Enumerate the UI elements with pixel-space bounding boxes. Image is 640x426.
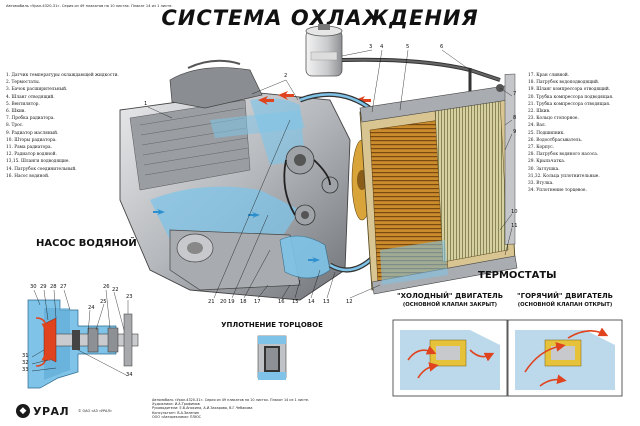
legend-right: 17. Кран сливной. 18. Патрубок водоподво…	[528, 72, 614, 194]
legend-item: 12. Радиатор водяной.	[6, 152, 57, 158]
legend-item: 21. Трубка компрессора отводящая.	[528, 101, 611, 107]
legend-item: 30. Заглушка.	[528, 166, 560, 172]
cold-engine-title: "ХОЛОДНЫЙ" ДВИГАТЕЛЬ	[396, 292, 504, 300]
callout-18: 18	[240, 299, 247, 305]
callout-28: 28	[50, 284, 57, 290]
radiator-assembly	[359, 73, 518, 295]
legend-item: 27. Корпус.	[528, 145, 555, 151]
legend-item: 33. Втулка.	[528, 181, 554, 187]
callout-26: 26	[103, 284, 110, 290]
footer-line: Автомобиль «Урал-4320-31». Серия из 49 п…	[152, 398, 310, 402]
footer-line: Консультант: В.А.Зеленин	[152, 410, 200, 415]
callout-31: 31	[22, 353, 29, 359]
footer-line: ООО «Автореклама» ПЛЮС	[152, 414, 201, 419]
callout-34: 34	[126, 372, 133, 378]
legend-item: 22. Шкив.	[528, 109, 551, 115]
callout-22: 22	[112, 287, 119, 293]
callout-11: 11	[511, 223, 518, 229]
hot-engine-title: "ГОРЯЧИЙ" ДВИГАТЕЛЬ	[516, 292, 614, 300]
legend-item: 4. Шланг отводящий.	[6, 94, 55, 100]
thermostats-section-title: ТЕРМОСТАТЫ	[478, 270, 557, 281]
callout-13: 13	[323, 299, 330, 305]
thermostat-cold	[392, 319, 508, 397]
ural-logo-text: УРАЛ	[33, 404, 70, 418]
legend-item: 34. Уплотнение торцевое.	[528, 188, 587, 194]
callout-27: 27	[60, 284, 67, 290]
callout-16: 16	[278, 299, 285, 305]
legend-item: 17. Кран сливной.	[528, 73, 570, 78]
pump-section-title: НАСОС ВОДЯНОЙ	[36, 238, 137, 249]
callout-1: 1	[144, 101, 148, 107]
callout-8: 8	[513, 115, 517, 121]
cold-flow-arrows	[153, 209, 320, 263]
callout-12: 12	[346, 299, 353, 305]
legend-item: 5. Вентилятор.	[6, 101, 40, 107]
callout-14: 14	[308, 299, 315, 305]
callout-7: 7	[513, 91, 517, 97]
callout-24: 24	[88, 305, 95, 311]
legend-item: 20. Трубка компрессора подводящая.	[528, 94, 614, 100]
legend-item: 10. Шторы радиатора.	[6, 137, 57, 143]
legend-item: 19. Шланг компрессора отводящий.	[528, 87, 611, 93]
legend-item: 31,32. Кольца уплотнительные.	[528, 173, 600, 179]
callout-23: 23	[126, 294, 133, 300]
legend-item: 18. Патрубок водоподводящий.	[528, 80, 600, 86]
callout-6: 6	[440, 44, 444, 50]
legend-item: 29. Крыльчатка.	[528, 159, 566, 165]
callout-32: 32	[22, 360, 29, 366]
callout-10: 10	[511, 209, 518, 215]
callout-2: 2	[284, 73, 288, 79]
callout-3: 3	[369, 44, 373, 50]
callout-30: 30	[30, 284, 37, 290]
callout-17: 17	[254, 299, 261, 305]
legend-item: 14. Патрубок соединительный.	[6, 166, 77, 172]
ural-logo: ◆ УРАЛ	[16, 404, 69, 418]
legend-item: 13,15. Шланги подводящие.	[6, 159, 70, 165]
thermostat-hot	[507, 319, 623, 397]
legend-item: 3. Бачок расширительный.	[6, 87, 68, 93]
end-seal-illustration	[257, 335, 287, 380]
callout-29: 29	[40, 284, 47, 290]
callout-5: 5	[406, 44, 410, 50]
legend-item: 25. Подшипник.	[528, 130, 565, 136]
legend-left: 1. Датчик температуры охлаждающей жидкос…	[6, 72, 119, 180]
legend-item: 28. Патрубок водяного насоса.	[528, 152, 599, 158]
main-leader-lines	[147, 49, 513, 299]
expansion-tank	[305, 24, 343, 77]
callout-25: 25	[100, 299, 107, 305]
legend-item: 24. Вал.	[528, 123, 547, 129]
callout-33: 33	[22, 367, 29, 373]
callout-9: 9	[513, 129, 517, 135]
callout-20: 20	[220, 299, 227, 305]
legend-item: 26. Водоотбрасыватель.	[528, 137, 583, 143]
engine-block	[119, 59, 351, 301]
pump-leader-lines	[31, 289, 129, 377]
footer-credits: Автомобиль «Урал-4320-31». Серия из 49 п…	[152, 398, 412, 419]
water-pump-cutaway	[22, 292, 139, 390]
legend-item: 2. Термостаты.	[6, 80, 41, 86]
legend-item: 6. Шкив.	[6, 109, 26, 115]
callout-15: 15	[292, 299, 299, 305]
legend-item: 8. Трос.	[6, 123, 24, 129]
legend-item: 9. Радиатор масляный.	[6, 130, 59, 136]
legend-item: 1. Датчик температуры охлаждающей жидкос…	[6, 73, 119, 78]
hot-flow-arrows	[258, 91, 371, 105]
header-caption: Автомобиль «Урал-4320-31». Серия из 49 п…	[6, 4, 173, 8]
footer-line: Художники: И.А.Трофимов	[152, 402, 200, 407]
legend-item: 7. Пробка радиатора.	[6, 116, 55, 122]
legend-item: 23. Кольцо стопорное.	[528, 116, 579, 122]
hot-engine-subtitle: (ОСНОВНОЙ КЛАПАН ОТКРЫТ)	[517, 302, 613, 308]
footer-line: Руководители: Е.В.Анохина, А.И.Захарова,…	[152, 406, 253, 411]
callout-4: 4	[380, 44, 384, 50]
seal-section-title: УПЛОТНЕНИЕ ТОРЦОВОЕ	[221, 321, 323, 329]
callout-21: 21	[208, 299, 215, 305]
ural-logo-icon: ◆	[16, 404, 30, 418]
legend-item: 16. Насос водяной.	[6, 173, 50, 179]
callout-19: 19	[228, 299, 235, 305]
legend-item: 11. Рама радиатора.	[6, 145, 52, 151]
cold-engine-subtitle: (ОСНОВНОЙ КЛАПАН ЗАКРЫТ)	[402, 302, 498, 308]
footer-copyright: © ОАО «АЗ «УРАЛ»	[78, 409, 112, 413]
